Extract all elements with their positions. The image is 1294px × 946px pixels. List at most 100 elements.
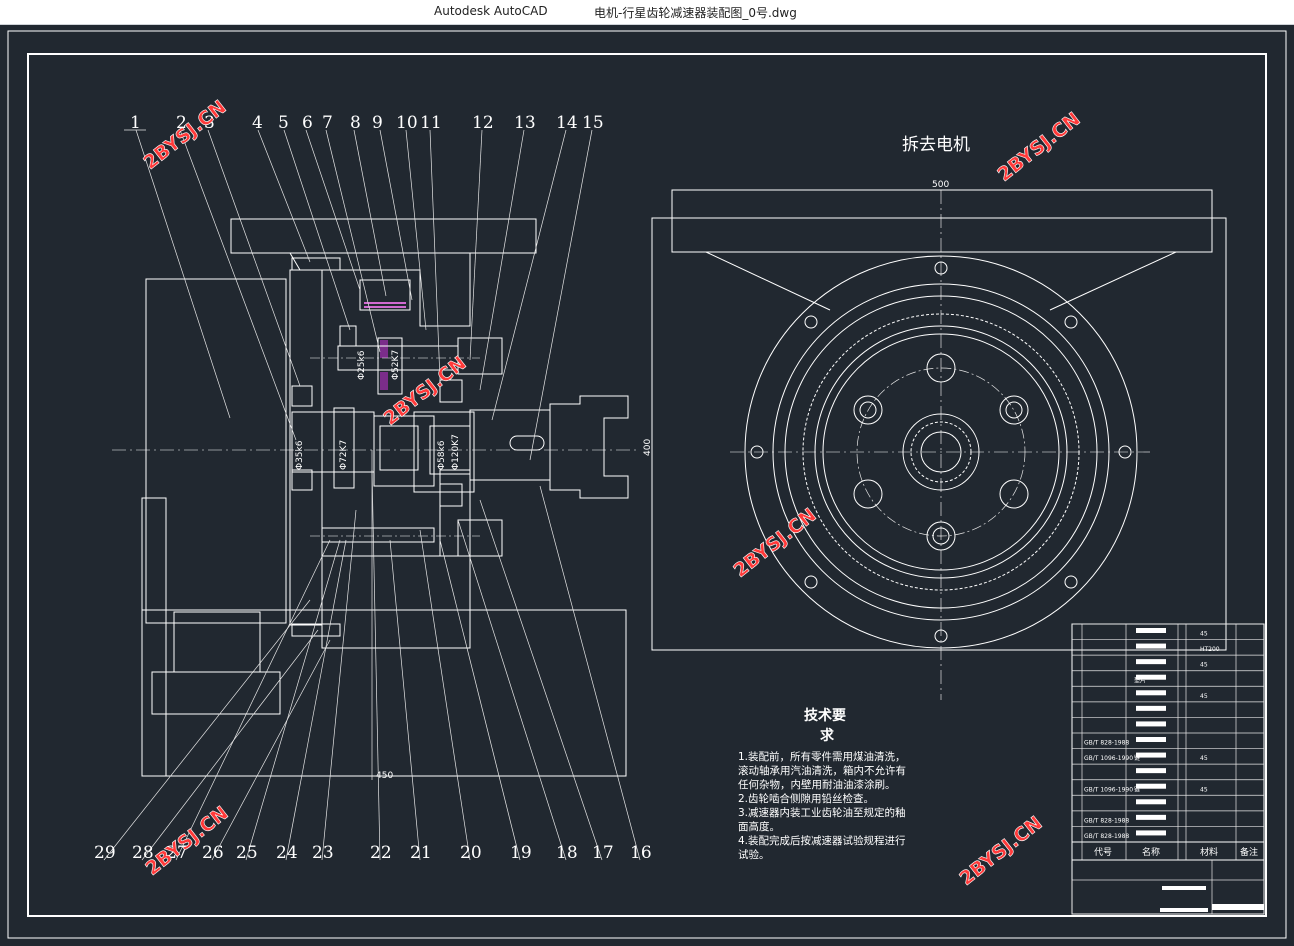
fit-label-5: Φ58k6 bbox=[437, 440, 447, 470]
part-number: 10 bbox=[396, 113, 418, 133]
coupling bbox=[549, 395, 629, 499]
ring-gear bbox=[359, 279, 411, 311]
bom-header-code: 代号 bbox=[1094, 847, 1112, 858]
bom-cell-code: GB/T 828-1988 bbox=[1084, 833, 1129, 840]
bom-name-bar bbox=[1136, 690, 1166, 696]
part-number: 17 bbox=[592, 843, 614, 863]
requirement-line: 任何杂物，内壁用耐油油漆涂刷。 bbox=[738, 778, 896, 791]
bom-name-bar bbox=[1136, 768, 1166, 774]
fit-label-6: Φ120K7 bbox=[451, 434, 461, 470]
part-number: 20 bbox=[460, 843, 482, 863]
requirement-line: 2.齿轮啮合侧隙用铅丝检查。 bbox=[738, 792, 874, 805]
bom-cell-material: 45 bbox=[1200, 631, 1208, 638]
part-number: 13 bbox=[514, 113, 536, 133]
bom-name-bar bbox=[1136, 674, 1166, 680]
watermark: 2BYSJ.CN bbox=[956, 812, 1047, 890]
bom-name-bar bbox=[1136, 830, 1166, 836]
bom-cell-code: GB/T 828-1988 bbox=[1084, 817, 1129, 824]
bom-header-name: 名称 bbox=[1142, 846, 1160, 858]
bom-cell-material: 45 bbox=[1200, 662, 1208, 669]
bom-cell-material: HT200 bbox=[1200, 646, 1220, 653]
planet-carrier bbox=[413, 411, 475, 493]
fit-label-4: Φ52K7 bbox=[391, 350, 401, 380]
part-number: 22 bbox=[370, 843, 392, 863]
part-number: 27 bbox=[166, 843, 188, 863]
top-part-numbers: 1 2 3 4 5 6 7 8 9 10 11 12 13 14 15 bbox=[130, 113, 604, 133]
side-view-title: 拆去电机 bbox=[902, 135, 970, 155]
bom-name-bar bbox=[1136, 814, 1166, 820]
bom-name-bar bbox=[1136, 628, 1166, 633]
requirement-line: 滚动轴承用汽油清洗，箱内不允许有 bbox=[738, 764, 906, 777]
watermark: 2BYSJ.CN bbox=[142, 802, 233, 880]
document-title: 电机-行星齿轮减速器装配图_0号.dwg bbox=[594, 6, 797, 20]
part-number: 2 bbox=[176, 113, 187, 133]
side-height-dimension: 400 bbox=[643, 439, 653, 456]
bottom-part-numbers: 29 28 27 26 25 24 23 22 21 20 19 18 17 1… bbox=[94, 843, 652, 863]
part-number: 14 bbox=[556, 113, 578, 133]
sun-gear bbox=[373, 415, 435, 487]
bom-name-bar bbox=[1136, 737, 1166, 742]
requirements-title-line1: 技术要 bbox=[804, 707, 846, 724]
bom-name-bar bbox=[1136, 705, 1166, 711]
bom-header-remark: 备注 bbox=[1240, 846, 1258, 858]
part-number: 19 bbox=[510, 843, 532, 863]
part-number: 4 bbox=[252, 113, 263, 133]
watermark: 2BYSJ.CN bbox=[140, 96, 231, 174]
section-view[interactable]: Φ35k6 Φ72K7 Φ25k6 Φ52K7 Φ58k6 Φ120K7 450 bbox=[94, 113, 652, 863]
part-number: 21 bbox=[410, 843, 432, 863]
motor-body bbox=[145, 278, 287, 624]
side-width-dimension: 500 bbox=[932, 180, 949, 190]
inner-border bbox=[27, 53, 1267, 917]
bom-cell-material: 45 bbox=[1200, 693, 1208, 700]
part-number: 18 bbox=[556, 843, 578, 863]
part-number: 9 bbox=[372, 113, 383, 133]
watermark: 2BYSJ.CN bbox=[730, 504, 821, 582]
part-number: 7 bbox=[322, 113, 333, 133]
drawing-canvas[interactable]: Φ35k6 Φ72K7 Φ25k6 Φ52K7 Φ58k6 Φ120K7 450 bbox=[0, 24, 1294, 946]
bom-name-bar bbox=[1136, 783, 1166, 789]
bom-cell-code: GB/T 828-1988 bbox=[1084, 740, 1129, 747]
part-number: 6 bbox=[302, 113, 313, 133]
side-view[interactable]: 拆去电机 500 400 bbox=[643, 135, 1227, 700]
watermark: 2BYSJ.CN bbox=[994, 108, 1085, 186]
outer-border bbox=[7, 30, 1287, 939]
title-bar: Autodesk AutoCAD 电机-行星齿轮减速器装配图_0号.dwg bbox=[0, 0, 1294, 25]
part-number: 25 bbox=[236, 843, 258, 863]
requirement-line: 3.减速器内装工业齿轮油至规定的釉 bbox=[738, 806, 906, 819]
bom-name-bar bbox=[1136, 643, 1166, 649]
app-title: Autodesk AutoCAD bbox=[434, 4, 548, 18]
motor-base bbox=[141, 609, 627, 777]
watermarks: 2BYSJ.CN 2BYSJ.CN 2BYSJ.CN 2BYSJ.CN 2BYS… bbox=[139, 96, 1085, 890]
part-number: 23 bbox=[312, 843, 334, 863]
bom-name-bar bbox=[1136, 752, 1166, 758]
part-number: 11 bbox=[420, 113, 442, 133]
part-number: 8 bbox=[350, 113, 361, 133]
bom-header-material: 材料 bbox=[1200, 846, 1218, 858]
top-flange bbox=[230, 218, 537, 254]
bom-cell-name: 键 bbox=[1134, 785, 1140, 793]
fit-label-1: Φ35k6 bbox=[295, 440, 305, 470]
bom-name-bar bbox=[1136, 659, 1166, 665]
bom-cell-code: GB/T 1096-1990 bbox=[1084, 755, 1133, 762]
part-number: 1 bbox=[130, 113, 141, 133]
part-number: 5 bbox=[278, 113, 289, 133]
part-number: 24 bbox=[276, 843, 298, 863]
part-number: 26 bbox=[202, 843, 224, 863]
part-number: 15 bbox=[582, 113, 604, 133]
bom-cell-material: 45 bbox=[1200, 755, 1208, 762]
requirements-title-line2: 求 bbox=[820, 727, 835, 744]
bom-cell-name: 垫片 bbox=[1134, 676, 1146, 684]
bom-name-bar bbox=[1136, 721, 1166, 727]
fit-label-2: Φ72K7 bbox=[339, 440, 349, 470]
part-number: 29 bbox=[94, 843, 116, 863]
planet-gear bbox=[377, 337, 403, 395]
requirement-line: 4.装配完成后按减速器试验规程进行 bbox=[738, 834, 906, 847]
section-width-dimension: 450 bbox=[376, 771, 393, 781]
part-number: 3 bbox=[204, 113, 215, 133]
bom-cell-name: 键 bbox=[1134, 754, 1140, 762]
requirement-line: 面高度。 bbox=[738, 820, 780, 833]
bom-cell-material: 45 bbox=[1200, 786, 1208, 793]
bom-name-bar bbox=[1136, 799, 1166, 805]
technical-requirements: 技术要 求 1.装配前，所有零件需用煤油清洗， 滚动轴承用汽油清洗，箱内不允许有… bbox=[738, 707, 906, 861]
